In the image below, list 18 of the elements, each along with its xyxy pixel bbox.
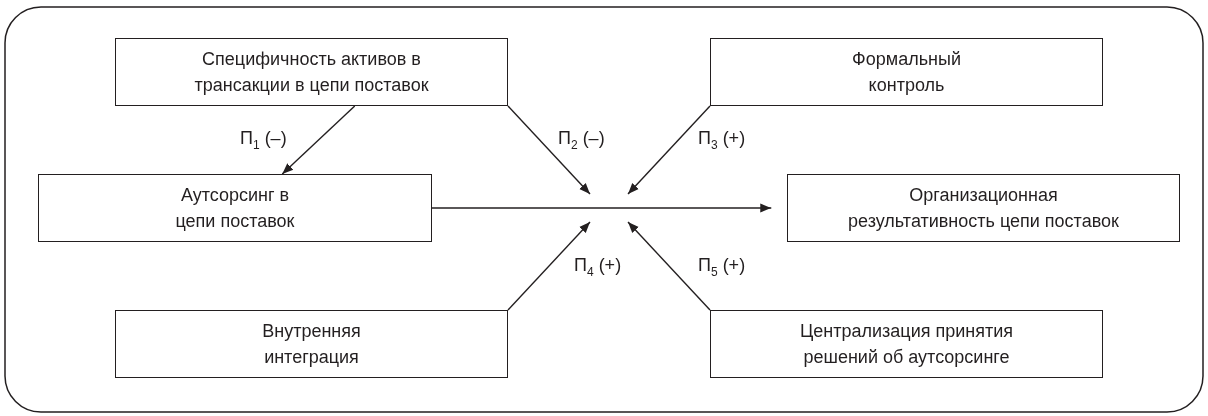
arrow <box>507 105 591 195</box>
box-text: Организационная результативность цепи поставок <box>847 184 1120 233</box>
arrow <box>627 221 711 311</box>
text-box <box>710 38 1103 106</box>
arrow <box>281 105 356 175</box>
text-box <box>38 174 432 242</box>
arrow <box>431 203 772 213</box>
box-text: Формальный контроль <box>851 48 962 97</box>
box-text: Аутсорсинг в цепи поставок <box>174 184 296 233</box>
box-text: Внутренняя интеграция <box>261 320 362 369</box>
arrow <box>507 221 591 311</box>
text-box <box>115 38 508 106</box>
text-box <box>710 310 1103 378</box>
text-box <box>787 174 1180 242</box>
arrow <box>627 105 711 195</box>
box-text: Централизация принятия решений об аутсорсинге <box>799 320 1014 369</box>
box-text: Специфичность активов в трансакции в цепи поставок <box>193 48 430 97</box>
text-box <box>115 310 508 378</box>
